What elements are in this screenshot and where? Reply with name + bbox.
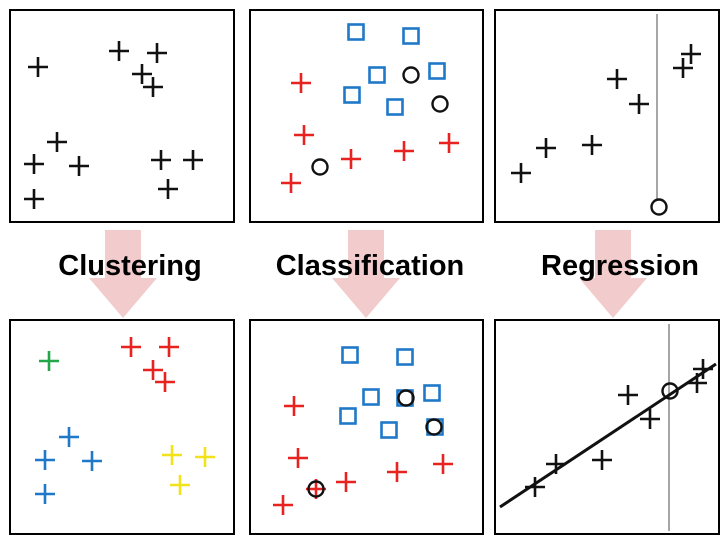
plus-marker-icon [394, 141, 414, 161]
plus-marker-icon [24, 154, 44, 174]
panel-classification-bottom [249, 319, 484, 535]
plus-marker-icon [387, 462, 407, 482]
circle-marker-icon [307, 480, 325, 498]
square-marker-icon [343, 86, 361, 104]
square-marker-icon [386, 98, 404, 116]
square-marker-icon [368, 66, 386, 84]
plus-marker-icon [35, 450, 55, 470]
plus-marker-icon [59, 427, 79, 447]
panel-clustering-top [9, 9, 235, 223]
plus-marker-icon [687, 373, 707, 393]
plus-marker-icon [284, 396, 304, 416]
clustering-arrow [89, 230, 157, 318]
plus-marker-icon [121, 337, 141, 357]
panel-classification-top [249, 9, 484, 223]
plus-marker-icon [525, 477, 545, 497]
plus-marker-icon [195, 447, 215, 467]
classification-arrow [332, 230, 400, 318]
plus-marker-icon [170, 475, 190, 495]
plus-marker-icon [82, 451, 102, 471]
label-classification: Classification [275, 250, 465, 282]
circle-marker-icon [661, 382, 679, 400]
plus-marker-icon [109, 41, 129, 61]
square-marker-icon [380, 421, 398, 439]
plus-marker-icon [433, 454, 453, 474]
square-marker-icon [423, 384, 441, 402]
circle-marker-icon [402, 66, 420, 84]
plus-marker-icon [147, 43, 167, 63]
square-marker-icon [362, 388, 380, 406]
square-marker-icon [347, 23, 365, 41]
plus-marker-icon [132, 64, 152, 84]
plus-marker-icon [288, 448, 308, 468]
plus-marker-icon [24, 189, 44, 209]
plus-marker-icon [536, 138, 556, 158]
panel-regression-top [494, 9, 720, 223]
plus-marker-icon [158, 179, 178, 199]
circle-marker-icon [650, 198, 668, 216]
square-marker-icon [341, 346, 359, 364]
plus-marker-icon [618, 385, 638, 405]
plus-marker-icon [546, 454, 566, 474]
plus-marker-icon [39, 351, 59, 371]
plus-marker-icon [281, 173, 301, 193]
plus-marker-icon [162, 445, 182, 465]
plus-marker-icon [28, 57, 48, 77]
plus-marker-icon [673, 58, 693, 78]
plus-marker-icon [629, 94, 649, 114]
panel-clustering-bottom [9, 319, 235, 535]
plus-marker-icon [183, 150, 203, 170]
label-clustering: Clustering [58, 250, 202, 282]
plus-marker-icon [69, 156, 89, 176]
plus-marker-icon [341, 149, 361, 169]
plus-marker-icon [151, 150, 171, 170]
plus-marker-icon [273, 495, 293, 515]
square-marker-icon [339, 407, 357, 425]
circle-marker-icon [431, 95, 449, 113]
circle-marker-icon [311, 158, 329, 176]
plus-marker-icon [592, 450, 612, 470]
plus-marker-icon [681, 44, 701, 64]
circle-marker-icon [397, 389, 415, 407]
plus-marker-icon [439, 133, 459, 153]
plus-marker-icon [159, 337, 179, 357]
circle-marker-icon [425, 418, 443, 436]
plus-marker-icon [143, 360, 163, 380]
plus-marker-icon [291, 73, 311, 93]
plus-marker-icon [607, 69, 627, 89]
plus-marker-icon [693, 359, 713, 379]
label-regression: Regression [541, 250, 699, 282]
plus-marker-icon [155, 372, 175, 392]
square-marker-icon [396, 348, 414, 366]
plus-marker-icon [511, 163, 531, 183]
plus-marker-icon [35, 484, 55, 504]
panel-regression-bottom [494, 319, 720, 535]
plus-marker-icon [582, 135, 602, 155]
plus-marker-icon [640, 409, 660, 429]
plus-marker-icon [294, 125, 314, 145]
plus-marker-icon [47, 132, 67, 152]
plus-marker-icon [336, 472, 356, 492]
square-marker-icon [402, 27, 420, 45]
plus-marker-icon [143, 77, 163, 97]
regression-arrow [579, 230, 647, 318]
square-marker-icon [428, 62, 446, 80]
